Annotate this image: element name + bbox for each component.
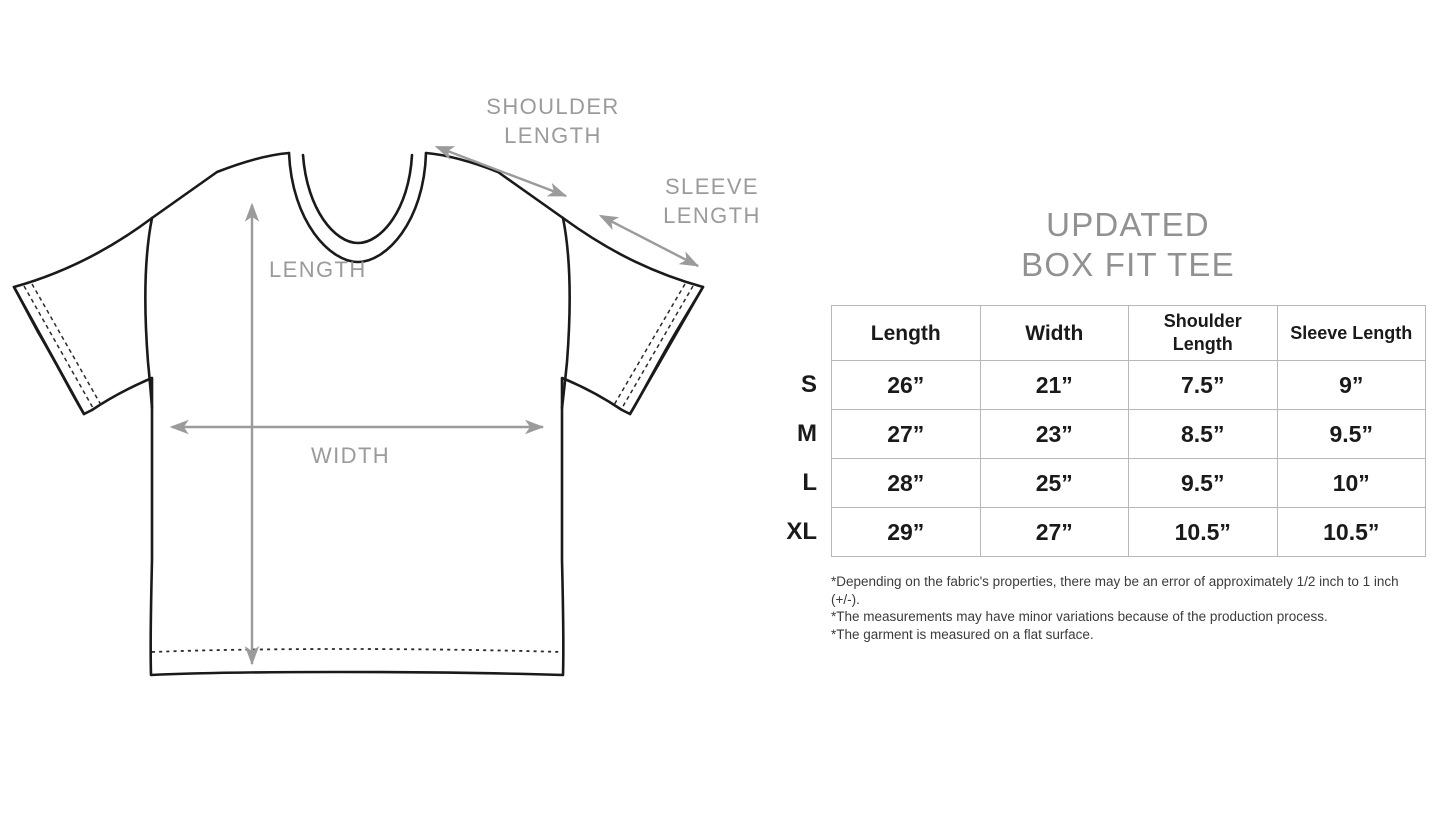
column-header-shoulder-length-line1: Shoulder (1163, 311, 1242, 331)
tshirt-outline (12, 151, 705, 677)
cell-l-width: 25” (979, 458, 1129, 508)
collar-inner-edge (301, 153, 414, 245)
column-header-width: Width (979, 305, 1129, 361)
cell-s-length: 26” (831, 360, 981, 410)
shoulder-length-arrow (434, 145, 568, 198)
size-table: Length Width Shoulder Length Sleeve Leng… (831, 305, 1426, 557)
column-header-shoulder-length-line2: Length (1172, 334, 1233, 354)
footnote-2: *The measurements may have minor variati… (831, 609, 1328, 624)
cell-l-length: 28” (831, 458, 981, 508)
cell-xl-sleeve-length: 10.5” (1276, 507, 1426, 557)
column-header-sleeve-length: Sleeve Length (1276, 305, 1426, 361)
shoulder-length-label-line1: SHOULDER (486, 94, 620, 119)
table-row: 27” 23” 8.5” 9.5” (831, 409, 1426, 459)
tshirt-diagram-panel: SHOULDER LENGTH SLEEVE LENGTH LENGTH WID… (12, 92, 768, 677)
right-sleeve-hem-stitch-inner (613, 283, 686, 406)
left-sleeve-hem-stitch-inner (31, 283, 102, 406)
chart-title-line2: BOX FIT TEE (1021, 246, 1235, 283)
size-table-container: Length Width Shoulder Length Sleeve Leng… (831, 305, 1426, 557)
table-row: 29” 27” 10.5” 10.5” (831, 507, 1426, 557)
size-row-labels: S M L XL (751, 360, 821, 560)
cell-m-length: 27” (831, 409, 981, 459)
size-table-head: Length Width Shoulder Length Sleeve Leng… (831, 305, 1426, 361)
width-label: WIDTH (311, 443, 391, 468)
size-row-label-xl: XL (786, 518, 817, 545)
sleeve-length-label-line1: SLEEVE (664, 174, 759, 199)
bottom-hem-stitch (151, 648, 563, 653)
shoulder-length-label-line2: LENGTH (504, 123, 602, 148)
footnote-1: *Depending on the fabric's properties, t… (831, 574, 1399, 607)
table-row: 28” 25” 9.5” 10” (831, 458, 1426, 508)
footnotes-block: *Depending on the fabric's properties, t… (831, 573, 1431, 643)
cell-m-width: 23” (979, 409, 1129, 459)
cell-m-sleeve-length: 9.5” (1276, 409, 1426, 459)
length-label: LENGTH (269, 257, 367, 282)
size-row-label-m: M (797, 420, 817, 447)
measurement-arrows (169, 145, 700, 666)
size-table-body: 26” 21” 7.5” 9” 27” 23” 8.5” 9.5” 28” 25… (831, 360, 1426, 557)
right-sleeve-hem-stitch-outer (621, 285, 694, 409)
sleeve-length-label: SLEEVE LENGTH (656, 172, 768, 230)
tshirt-silhouette (12, 151, 705, 677)
table-row: 26” 21” 7.5” 9” (831, 360, 1426, 410)
left-sleeve-hem-stitch-outer (23, 285, 94, 409)
chart-title-line1: UPDATED (1046, 206, 1210, 243)
cell-l-sleeve-length: 10” (1276, 458, 1426, 508)
right-armhole-seam (560, 216, 571, 410)
sleeve-length-arrow (598, 214, 700, 268)
shoulder-length-label: SHOULDER LENGTH (478, 92, 628, 150)
right-sleeve-cuff-edge (628, 285, 705, 416)
footnote-3: *The garment is measured on a flat surfa… (831, 626, 1094, 642)
cell-s-shoulder-length: 7.5” (1128, 360, 1278, 410)
cell-s-width: 21” (979, 360, 1129, 410)
cell-l-shoulder-length: 9.5” (1128, 458, 1278, 508)
cell-xl-width: 27” (979, 507, 1129, 557)
column-header-length: Length (831, 305, 981, 361)
column-header-shoulder-length: Shoulder Length (1128, 305, 1278, 361)
tshirt-technical-drawing (12, 145, 705, 677)
collar-outer-edge (287, 151, 428, 264)
cell-xl-length: 29” (831, 507, 981, 557)
left-sleeve-cuff-edge (12, 285, 86, 416)
cell-xl-shoulder-length: 10.5” (1128, 507, 1278, 557)
sleeve-length-label-line2: LENGTH (663, 203, 761, 228)
left-armhole-seam (144, 216, 154, 410)
chart-title: UPDATED BOX FIT TEE (831, 205, 1425, 285)
size-row-label-s: S (800, 371, 817, 398)
size-row-label-l: L (802, 469, 817, 496)
cell-s-sleeve-length: 9” (1276, 360, 1426, 410)
size-table-header-row: Length Width Shoulder Length Sleeve Leng… (831, 305, 1426, 361)
tshirt-stitching (23, 283, 694, 653)
cell-m-shoulder-length: 8.5” (1128, 409, 1278, 459)
